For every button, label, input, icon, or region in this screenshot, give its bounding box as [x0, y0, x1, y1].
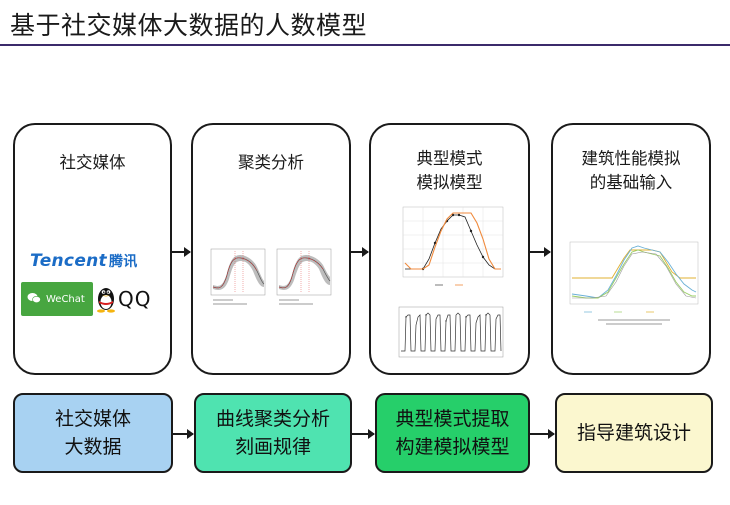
pattern-week-chart	[393, 303, 507, 369]
page-title: 基于社交媒体大数据的人数模型	[10, 11, 368, 40]
cluster-plot-2	[273, 243, 335, 311]
arrow-bottom-3	[530, 429, 555, 439]
step-curve-clustering: 曲线聚类分析 刻画规律	[194, 393, 352, 473]
step-pattern-model: 典型模式提取 构建模拟模型	[375, 393, 530, 473]
arrow-bottom-1	[173, 429, 194, 439]
wechat-logo-text: WeChat	[46, 293, 85, 305]
step-guide-design: 指导建筑设计	[555, 393, 713, 473]
qq-penguin-icon	[95, 283, 117, 317]
card-title-typical-patterns: 典型模式 模拟模型	[416, 149, 483, 192]
pattern-line-chart	[395, 203, 507, 297]
card-title-social-media: 社交媒体	[59, 153, 126, 172]
title-rule	[0, 44, 730, 46]
card-social-media: 社交媒体	[13, 123, 172, 375]
tencent-logo-text: Tencent	[30, 251, 107, 271]
card-title-simulation-input: 建筑性能模拟 的基础输入	[581, 149, 681, 192]
step-social-media-bigdata: 社交媒体 大数据	[13, 393, 173, 473]
card-title-clustering: 聚类分析	[238, 153, 304, 172]
arrow-top-1	[172, 247, 191, 257]
arrow-bottom-2	[352, 429, 375, 439]
wechat-icon	[27, 292, 41, 307]
wechat-logo: WeChat	[21, 282, 93, 316]
arrow-top-2	[351, 247, 369, 257]
cluster-plot-1	[207, 243, 269, 311]
simulation-comparison-chart	[562, 238, 702, 342]
tencent-logo-cn: 腾讯	[108, 254, 138, 270]
arrow-top-3	[530, 247, 551, 257]
qq-logo-text: QQ	[118, 287, 152, 311]
